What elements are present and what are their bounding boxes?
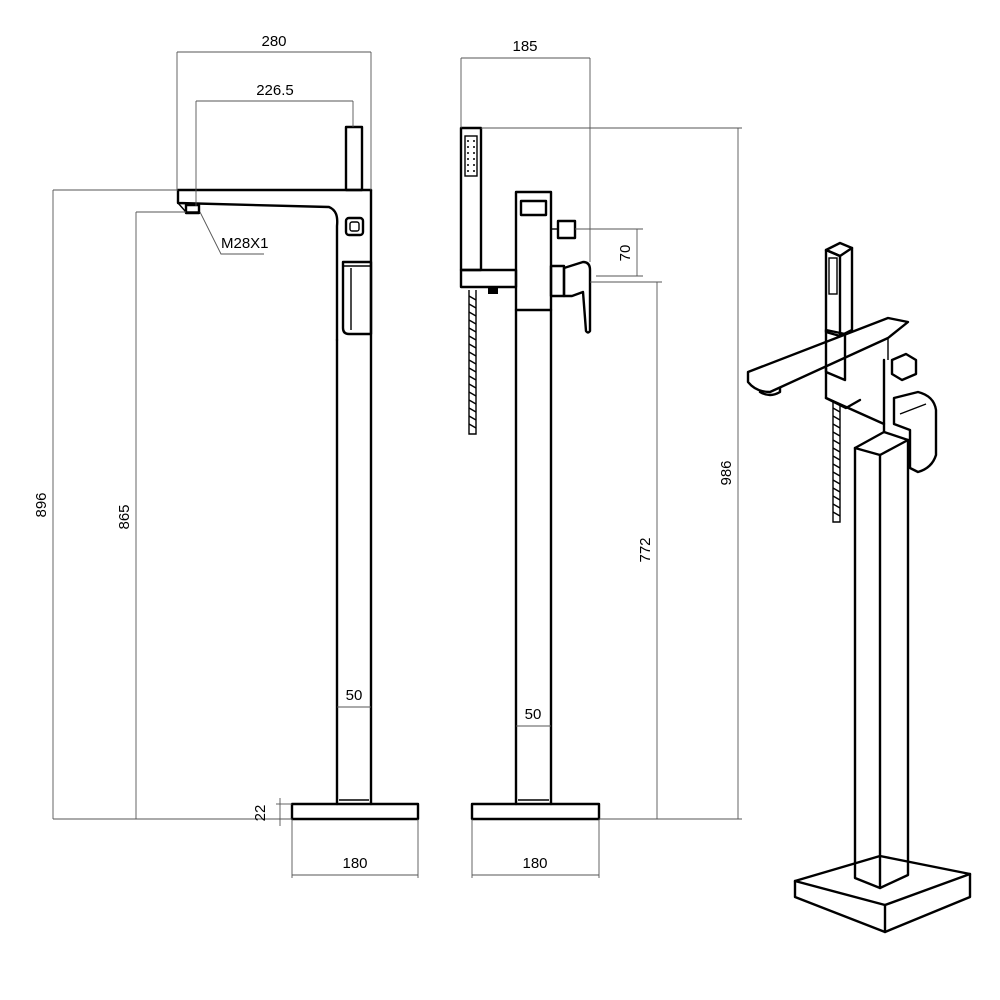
- dim-front-spout-reach: 226.5: [256, 82, 294, 99]
- dim-side-overall-height: 986: [718, 460, 735, 485]
- dim-side-overall-depth: 185: [512, 38, 537, 55]
- dim-side-base-width: 180: [522, 855, 547, 872]
- thread-spec-label: M28X1: [221, 235, 269, 252]
- dim-front-column-width: 50: [346, 687, 363, 704]
- front-view: 280 226.5 M28X1 896 865 50 22 180: [33, 33, 420, 878]
- side-view: 185 70 772 986 50 180: [459, 38, 742, 878]
- dim-side-handle-height: 772: [637, 537, 654, 562]
- dim-front-overall-height: 896: [33, 492, 50, 517]
- isometric-view: [746, 241, 972, 934]
- dim-front-base-width: 180: [342, 855, 367, 872]
- dim-front-spout-height: 865: [116, 504, 133, 529]
- dim-front-overall-reach: 280: [261, 33, 286, 50]
- dim-side-column-width: 50: [525, 706, 542, 723]
- dim-side-mixer-offset: 70: [617, 245, 634, 262]
- dim-front-base-thickness: 22: [252, 805, 269, 822]
- shower-head-holes: [467, 140, 475, 172]
